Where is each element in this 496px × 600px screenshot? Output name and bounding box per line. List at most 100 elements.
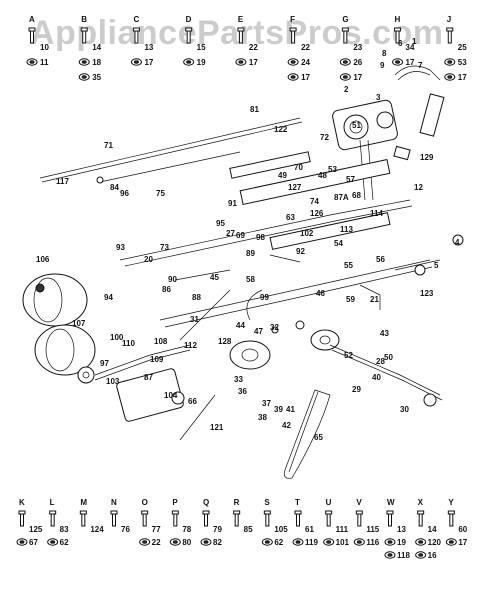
nut-icon — [287, 58, 299, 66]
section-letter: N — [111, 498, 117, 507]
bolt-icon — [49, 510, 57, 527]
bolt-icon — [417, 510, 425, 527]
bolt-icon — [446, 27, 454, 44]
part-number: 120 — [428, 538, 442, 547]
nut-icon — [384, 551, 396, 559]
callout-number: 37 — [262, 399, 271, 408]
nut-icon — [130, 58, 142, 66]
watermark-text: AppliancePartsPros.com — [30, 14, 444, 52]
part-number: 11 — [40, 58, 49, 67]
section-letter: F — [290, 15, 295, 24]
callout-number: 92 — [296, 247, 305, 256]
callout-number: 59 — [346, 295, 355, 304]
nut-icon — [235, 58, 247, 66]
callout-number: 1 — [412, 37, 417, 46]
part-number: 17 — [249, 58, 258, 67]
part-number: 82 — [213, 538, 222, 547]
callout-number: 110 — [122, 339, 135, 348]
part-number: 101 — [336, 538, 350, 547]
part-number: 13 — [397, 525, 406, 534]
callout-number: 74 — [310, 197, 319, 206]
nut-icon — [26, 58, 38, 66]
callout-number: 103 — [106, 377, 120, 386]
callout-number: 55 — [344, 261, 353, 270]
section-letter: H — [395, 15, 401, 24]
callout-number: 5 — [434, 261, 439, 270]
callout-number: 45 — [210, 273, 219, 282]
part-number: 19 — [197, 58, 206, 67]
callout-number: 44 — [236, 321, 245, 330]
section-letter: X — [418, 498, 424, 507]
callout-number: 30 — [400, 405, 409, 414]
section-letter: Y — [448, 498, 454, 507]
section-letter: Q — [203, 498, 209, 507]
bolt-icon — [294, 510, 302, 527]
part-number: 17 — [301, 73, 310, 82]
part-number: 124 — [90, 525, 104, 534]
callout-number: 117 — [56, 177, 69, 186]
callout-number: 128 — [218, 337, 232, 346]
callout-number: 56 — [376, 255, 385, 264]
section-letter: G — [342, 15, 348, 24]
callout-number: 46 — [316, 289, 325, 298]
callout-number: 98 — [256, 233, 265, 242]
part-number: 77 — [152, 525, 161, 534]
bolt-icon — [141, 510, 149, 527]
section-letter: C — [133, 15, 139, 24]
callout-number: 114 — [370, 209, 383, 218]
nut-icon — [139, 538, 151, 546]
nut-icon — [292, 538, 304, 546]
callout-number: 104 — [164, 391, 178, 400]
section-letter: B — [81, 15, 87, 24]
section-letter: E — [238, 15, 244, 24]
callout-number: 48 — [318, 171, 327, 180]
part-number: 13 — [144, 43, 153, 52]
callout-number: 99 — [260, 293, 269, 302]
callout-number: 32 — [270, 323, 279, 332]
part-number: 17 — [144, 58, 153, 67]
part-number: 78 — [182, 525, 191, 534]
part-number: 115 — [366, 525, 379, 534]
callout-number: 96 — [120, 189, 129, 198]
top-hardware-row: A1011B141835C1317D1519E2217F222417G23261… — [26, 15, 467, 82]
callout-number: 113 — [340, 225, 353, 234]
part-number: 17 — [458, 538, 467, 547]
part-number: 60 — [458, 525, 467, 534]
bolt-icon — [386, 510, 394, 527]
part-number: 76 — [121, 525, 130, 534]
part-number: 62 — [60, 538, 69, 547]
nut-icon — [169, 538, 181, 546]
callout-number: 91 — [228, 199, 237, 208]
nut-icon — [392, 58, 404, 66]
callout-number: 97 — [100, 359, 109, 368]
bolt-icon — [132, 27, 140, 44]
bolt-icon — [237, 27, 245, 44]
callout-number: 54 — [334, 239, 343, 248]
callout-number: 36 — [238, 387, 247, 396]
bolt-icon — [185, 27, 193, 44]
part-number: 25 — [458, 43, 467, 52]
part-number: 19 — [397, 538, 406, 547]
bolt-icon — [394, 27, 402, 44]
callout-number: 95 — [216, 219, 225, 228]
callout-number: 100 — [110, 333, 124, 342]
callout-number: 87A — [334, 193, 349, 202]
nut-icon — [339, 58, 351, 66]
part-number: 34 — [406, 43, 415, 52]
nut-icon — [444, 73, 456, 81]
nut-icon — [287, 73, 299, 81]
callout-number: 42 — [282, 421, 291, 430]
section-letter: M — [80, 498, 87, 507]
section-letter: W — [387, 498, 395, 507]
section-letter: D — [186, 15, 192, 24]
callout-number: 43 — [380, 329, 389, 338]
part-number: 22 — [249, 43, 258, 52]
callout-labels: 1234567891220212728293031323336373839404… — [36, 37, 460, 442]
callout-number: 75 — [156, 189, 165, 198]
part-number: 61 — [305, 525, 314, 534]
nut-icon — [78, 58, 90, 66]
callout-number: 52 — [344, 351, 353, 360]
bolt-icon — [263, 510, 271, 527]
bolt-icon — [233, 510, 241, 527]
